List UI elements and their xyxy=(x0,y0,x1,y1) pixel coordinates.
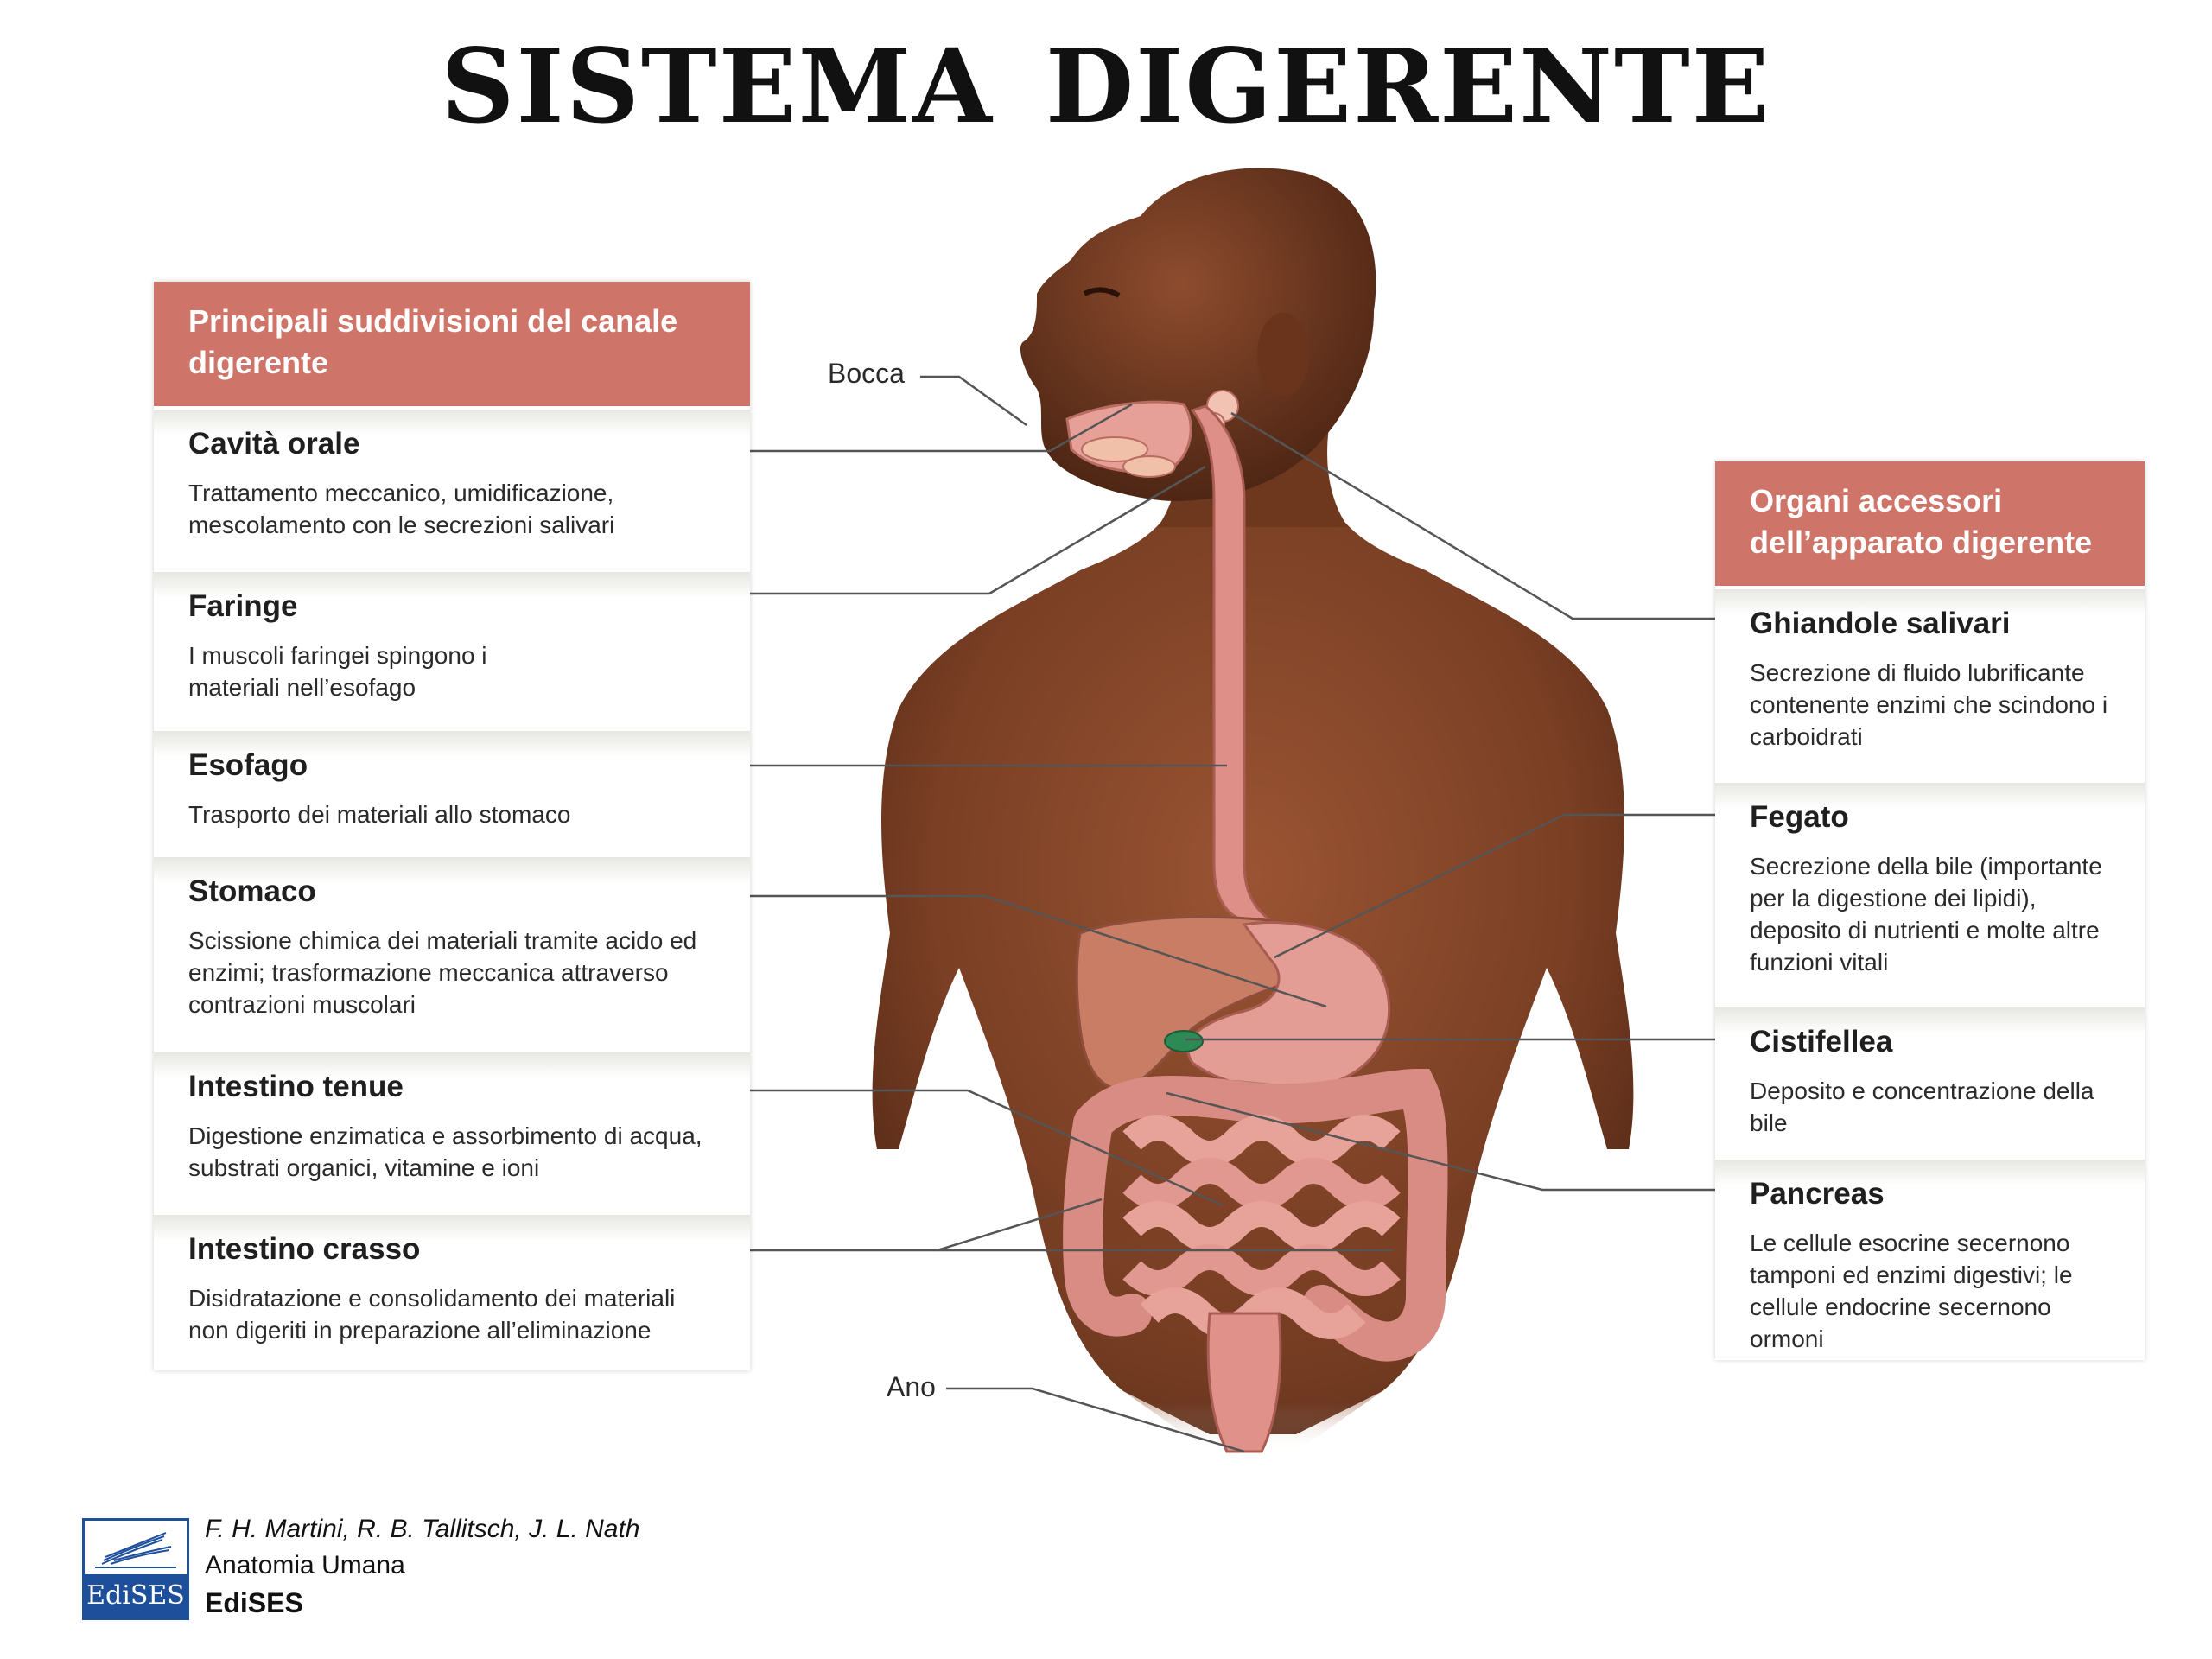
leader-lines xyxy=(750,375,1715,1453)
digestive-tract-panel: Principali suddivisioni del canale diger… xyxy=(154,282,750,1370)
entry-desc: Trattamento meccanico, umidificazione, m… xyxy=(188,480,615,538)
entry-intestino-tenue: Intestino tenue Digestione enzimatica e … xyxy=(154,1049,750,1211)
entry-desc: I muscoli faringei spingono i materiali … xyxy=(188,642,487,701)
ear xyxy=(1257,313,1309,396)
entry-title: Stomaco xyxy=(188,874,316,908)
entry-desc: Le cellule esocrine secernono tamponi ed… xyxy=(1750,1230,2073,1352)
label-ano: Ano xyxy=(887,1371,936,1402)
label-bocca: Bocca xyxy=(828,358,905,389)
logo-text: EdiSES xyxy=(85,1574,187,1618)
edises-logo: EdiSES xyxy=(82,1518,189,1620)
entry-title: Intestino tenue xyxy=(188,1070,404,1103)
credit-authors: F. H. Martini, R. B. Tallitsch, J. L. Na… xyxy=(205,1515,640,1543)
title-word-1: SISTEMA xyxy=(441,26,994,146)
entry-desc: Deposito e concentrazione della bile xyxy=(1750,1077,2094,1136)
entry-title: Cavità orale xyxy=(188,427,360,461)
credit-publisher: EdiSES xyxy=(205,1587,303,1618)
entry-title: Ghiandole salivari xyxy=(1750,607,2011,640)
title-word-2: DIGERENTE xyxy=(1045,26,1771,146)
entry-desc: Digestione enzimatica e assorbimento di … xyxy=(188,1122,702,1181)
entry-desc: Secrezione della bile (importante per la… xyxy=(1750,853,2102,976)
entry-stomaco: Stomaco Scissione chimica dei materiali … xyxy=(154,854,750,1049)
book-icon xyxy=(95,1532,176,1568)
entry-title: Intestino crasso xyxy=(188,1232,421,1266)
large-intestine xyxy=(1063,1068,1448,1362)
gallbladder xyxy=(1164,1030,1204,1052)
entry-title: Esofago xyxy=(188,748,308,782)
entry-desc: Trasporto dei materiali allo stomaco xyxy=(188,801,571,828)
accessory-organs-panel: Organi accessori dell’apparato digerente… xyxy=(1715,461,2145,1360)
entry-cavita-orale: Cavità orale Trattamento meccanico, umid… xyxy=(154,406,750,569)
eye xyxy=(1083,287,1121,298)
entry-faringe: Faringe I muscoli faringei spingono i ma… xyxy=(154,569,750,728)
entry-desc: Disidratazione e consolidamento dei mate… xyxy=(188,1285,676,1344)
credit-book-title: Anatomia Umana xyxy=(205,1551,405,1580)
entry-esofago: Esofago Trasporto dei materiali allo sto… xyxy=(154,728,750,854)
page-title: SISTEMA DIGERENTE xyxy=(0,26,2212,146)
panel-header: Organi accessori dell’apparato digerente xyxy=(1715,461,2145,586)
entry-desc: Secrezione di fluido lubrificante conten… xyxy=(1750,659,2108,750)
entry-pancreas: Pancreas Le cellule esocrine secernono t… xyxy=(1715,1156,2145,1360)
rectum xyxy=(1206,1312,1282,1453)
entry-title: Fegato xyxy=(1750,800,1849,834)
entry-intestino-crasso: Intestino crasso Disidratazione e consol… xyxy=(154,1211,750,1370)
entry-fegato: Fegato Secrezione della bile (importante… xyxy=(1715,779,2145,1004)
entry-title: Cistifellea xyxy=(1750,1025,1893,1058)
salivary-gland-submandibular xyxy=(1122,455,1176,478)
entry-title: Pancreas xyxy=(1750,1177,1885,1211)
salivary-gland-sublingual xyxy=(1081,436,1148,462)
entry-cistifellea: Cistifellea Deposito e concentrazione de… xyxy=(1715,1004,2145,1156)
entry-desc: Scissione chimica dei materiali tramite … xyxy=(188,927,697,1018)
entry-ghiandole-salivari: Ghiandole salivari Secrezione di fluido … xyxy=(1715,586,2145,779)
entry-title: Faringe xyxy=(188,589,298,623)
panel-header: Principali suddivisioni del canale diger… xyxy=(154,282,750,406)
